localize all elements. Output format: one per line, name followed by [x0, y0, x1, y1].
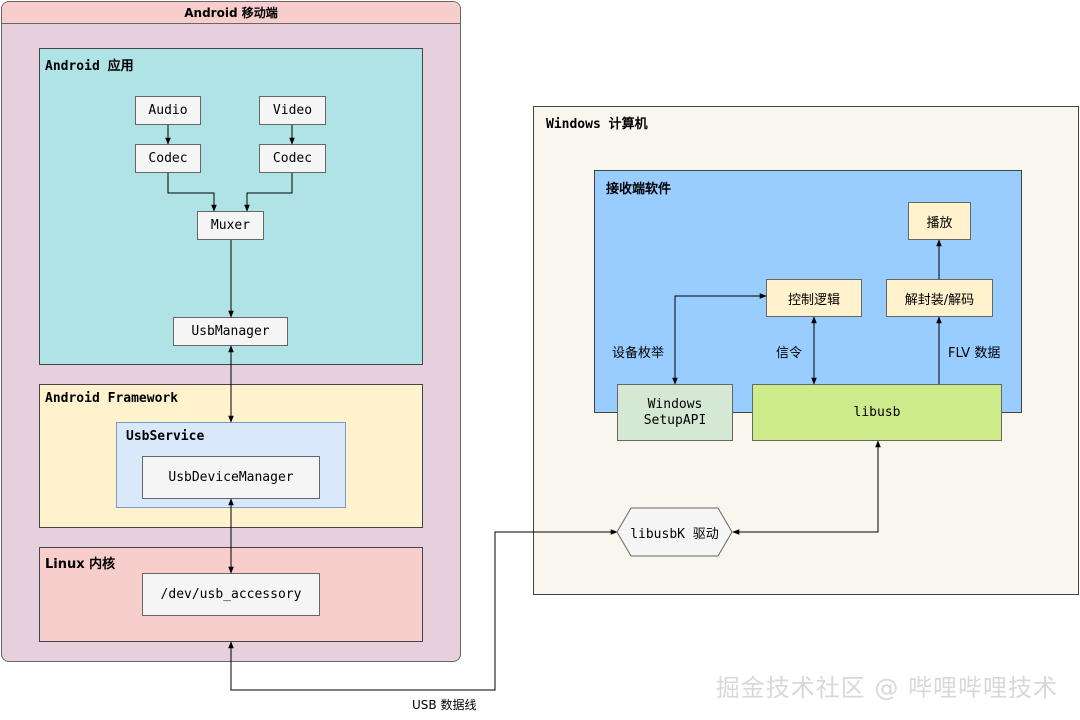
- enumerate-label: 设备枚举: [612, 346, 665, 361]
- control-logic-box: 控制逻辑: [766, 279, 862, 317]
- receiver-software-title: 接收端软件: [606, 182, 672, 197]
- android-app-title: Android 应用: [45, 59, 134, 74]
- android-framework-title: Android Framework: [45, 391, 179, 406]
- android-device-title: Android 移动端: [184, 6, 278, 20]
- setupapi-box: Windows SetupAPI: [617, 384, 733, 441]
- android-device-header: [2, 2, 460, 24]
- play-box: 播放: [908, 202, 971, 240]
- libusbk-driver-label: libusbK 驱动: [630, 527, 719, 542]
- usb-cable-label: USB 数据线: [412, 698, 477, 712]
- audio-box: Audio: [135, 96, 201, 125]
- linux-kernel-title: Linux 内核: [45, 557, 116, 572]
- usb-manager-box: UsbManager: [173, 317, 288, 346]
- usb-accessory-box: /dev/usb_accessory: [142, 573, 320, 616]
- usb-device-manager-box: UsbDeviceManager: [142, 456, 320, 499]
- signaling-label: 信令: [776, 346, 803, 361]
- watermark: 掘金技术社区 @ 哔哩哔哩技术: [715, 674, 1058, 702]
- demux-decode-box: 解封装/解码: [886, 279, 993, 317]
- usb-service-title: UsbService: [126, 429, 205, 444]
- video-codec-box: Codec: [259, 144, 326, 173]
- libusb-box: libusb: [752, 384, 1002, 441]
- muxer-box: Muxer: [197, 211, 264, 240]
- audio-codec-box: Codec: [135, 144, 201, 173]
- flv-data-label: FLV 数据: [948, 346, 1001, 361]
- video-box: Video: [259, 96, 326, 125]
- windows-computer-title: Windows 计算机: [546, 117, 648, 132]
